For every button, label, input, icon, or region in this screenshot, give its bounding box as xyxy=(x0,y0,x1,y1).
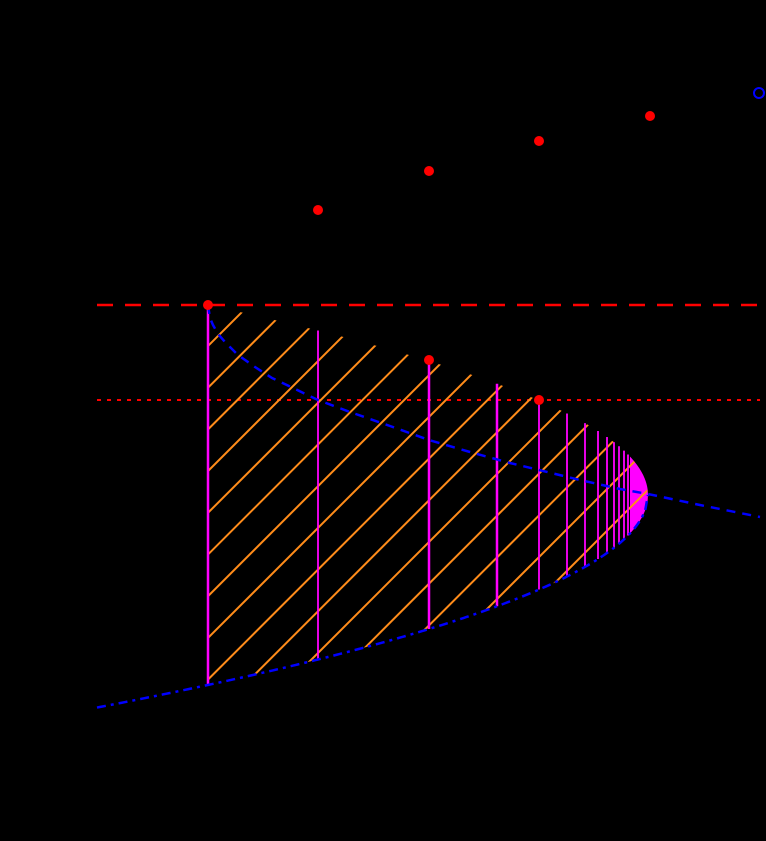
hatch-line xyxy=(208,305,648,405)
lower-blue-dashdot-curve xyxy=(96,494,650,709)
hatch-line xyxy=(208,305,648,685)
hatch-line xyxy=(208,562,648,685)
red-point xyxy=(534,395,544,405)
marked-points xyxy=(203,87,765,405)
hatch-line xyxy=(208,305,648,685)
hatch-line xyxy=(208,305,648,530)
magenta-vertical-lines xyxy=(206,305,629,685)
tip-fill xyxy=(630,456,648,534)
magenta-tip-fill xyxy=(630,456,648,534)
hatch-line xyxy=(208,311,648,685)
red-point xyxy=(203,300,213,310)
hatch-line xyxy=(208,305,648,447)
red-point xyxy=(424,355,434,365)
hatch-line xyxy=(208,305,648,685)
hatch-line xyxy=(208,305,648,489)
orange-hatching xyxy=(208,305,648,685)
red-point xyxy=(313,205,323,215)
hatch-line xyxy=(208,305,648,572)
red-point xyxy=(424,166,434,176)
upper-blue-dashed-curve xyxy=(206,304,761,519)
shaded-parabola-region xyxy=(206,305,648,685)
hatch-line xyxy=(208,305,648,685)
hatch-line xyxy=(208,305,648,655)
hatch-line xyxy=(208,305,648,614)
red-point xyxy=(645,111,655,121)
hatch-line xyxy=(208,353,648,685)
hatch-line xyxy=(208,437,648,685)
hatch-line xyxy=(208,478,648,685)
blue-curves xyxy=(96,304,761,709)
blue-open-point xyxy=(753,87,765,99)
hatch-line xyxy=(208,520,648,685)
red-point xyxy=(534,136,544,146)
